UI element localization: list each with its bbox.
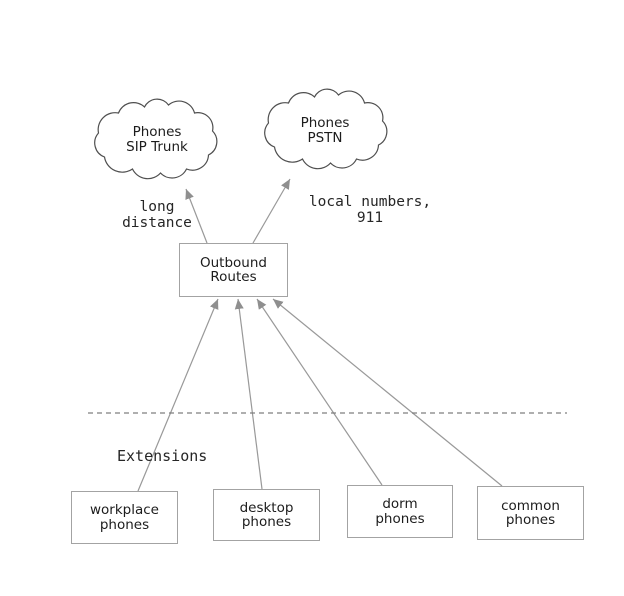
outbound-routes-node: Outbound Routes bbox=[179, 243, 288, 297]
common-phones-node: common phones bbox=[477, 486, 584, 540]
sip-trunk-cloud-shape bbox=[94, 98, 218, 180]
dorm-phones-node: dorm phones bbox=[347, 485, 453, 538]
arrow-workplace-to-router bbox=[137, 298, 219, 492]
desktop-phones-label: desktop phones bbox=[239, 499, 294, 530]
arrow-router-to-sip-trunk bbox=[185, 188, 208, 244]
long-distance-label: long distance bbox=[122, 199, 192, 231]
arrow-common-to-router bbox=[272, 298, 503, 487]
sip-trunk-cloud-label: Phones SIP Trunk bbox=[126, 124, 188, 155]
local-numbers-label: local numbers, 911 bbox=[308, 194, 432, 226]
common-phones-label: common phones bbox=[501, 497, 560, 528]
desktop-phones-node: desktop phones bbox=[213, 489, 320, 541]
pstn-cloud-label: Phones PSTN bbox=[300, 115, 350, 146]
arrow-dorm-to-router bbox=[256, 298, 383, 486]
arrow-desktop-to-router bbox=[234, 298, 263, 490]
dorm-phones-label: dorm phones bbox=[375, 496, 425, 527]
workplace-phones-node: workplace phones bbox=[71, 491, 178, 544]
outbound-routes-label: Outbound Routes bbox=[200, 254, 267, 285]
workplace-phones-label: workplace phones bbox=[90, 502, 159, 533]
pstn-cloud-shape bbox=[264, 88, 388, 170]
extensions-section-label: Extensions bbox=[117, 447, 208, 465]
arrow-router-to-pstn bbox=[252, 178, 291, 244]
